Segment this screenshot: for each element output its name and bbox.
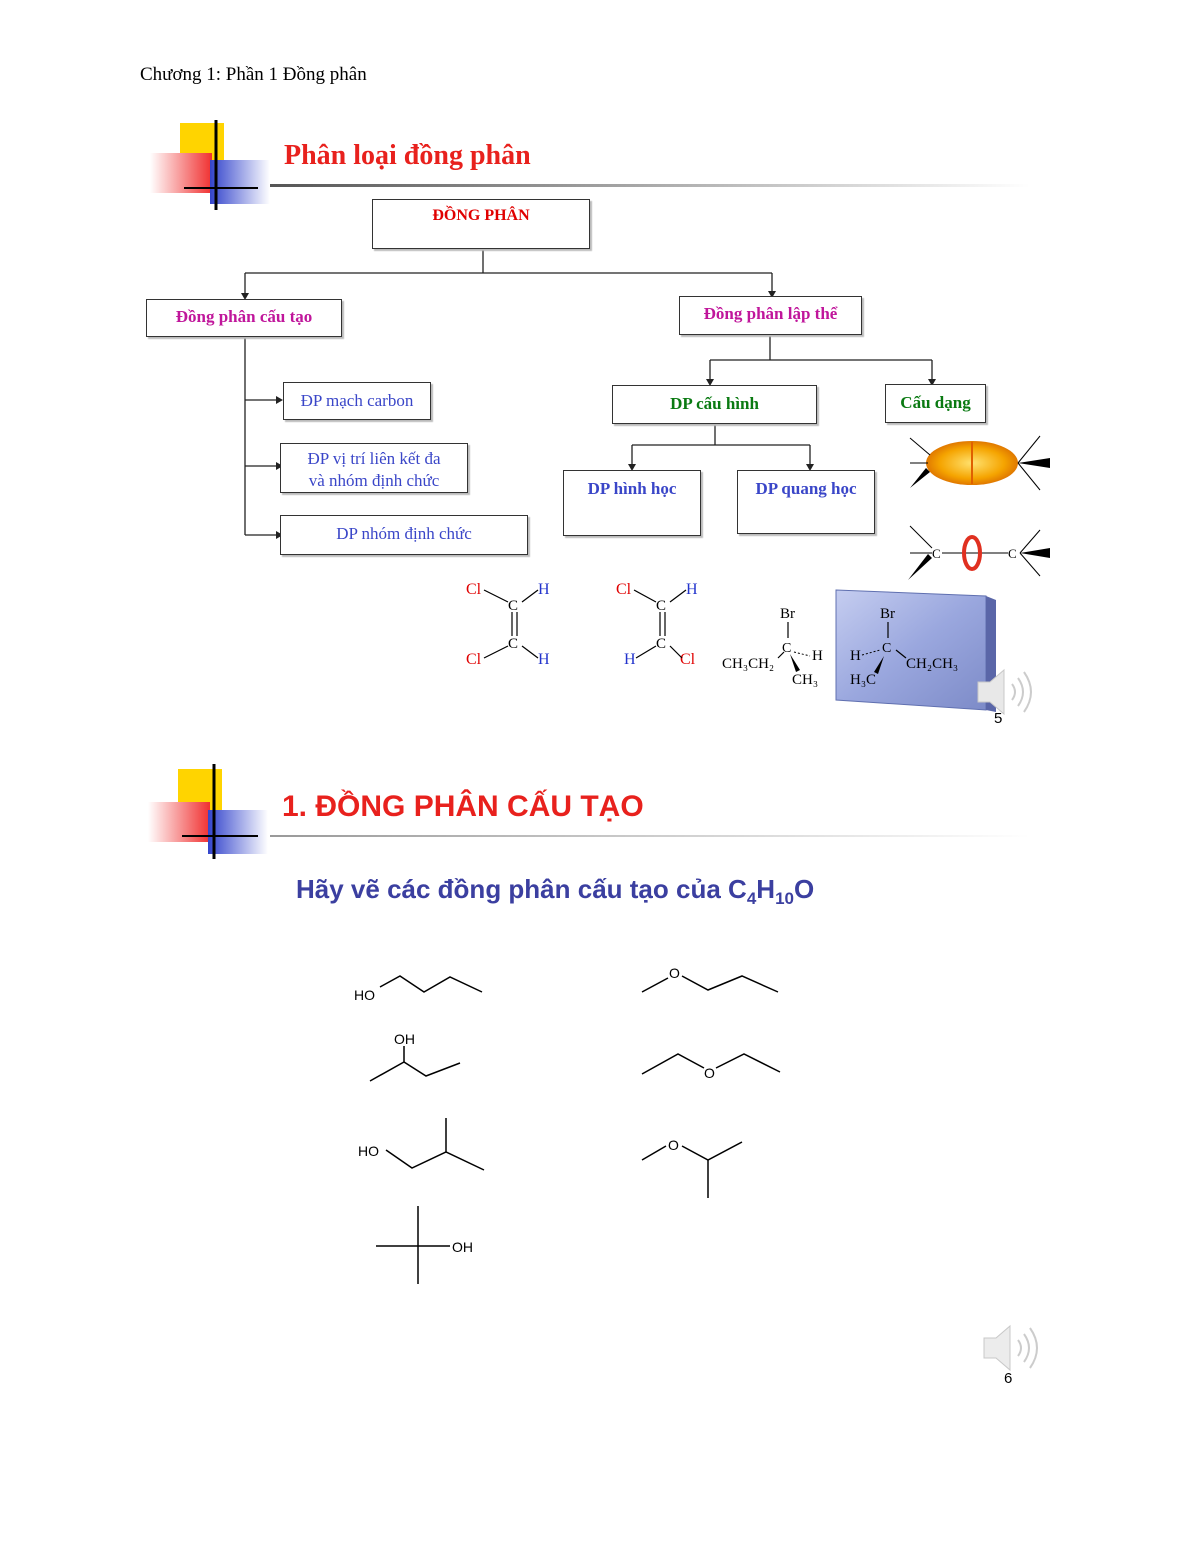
conformation-illustration: C C bbox=[908, 435, 1050, 580]
bb1-br: Br bbox=[780, 606, 795, 622]
question-h: H bbox=[756, 874, 776, 904]
tree-configuration-box: DP cấu hình bbox=[612, 385, 817, 424]
tree-root-box: ĐỒNG PHÂN bbox=[372, 199, 590, 249]
slide-decoration-logo bbox=[150, 120, 270, 210]
bb2-h: H bbox=[850, 648, 861, 664]
bb2-c: C bbox=[882, 641, 891, 656]
bromobutane-left: Br C CH₃CH₂ H CH₃ bbox=[722, 606, 823, 688]
question-prefix: Hãy vẽ các đồng phân cấu tạo của C bbox=[296, 874, 747, 904]
cis-c-top: C bbox=[508, 598, 518, 614]
trans-cl-bottom: Cl bbox=[680, 651, 696, 668]
tree-multiple-bond-line2: và nhóm định chức bbox=[308, 471, 440, 490]
ether1-o: O bbox=[669, 965, 680, 981]
question-sub4: 4 bbox=[746, 889, 757, 909]
slide2-title-underline bbox=[270, 835, 1030, 837]
trans-h-bottom: H bbox=[624, 651, 636, 668]
trans-h-top: H bbox=[686, 581, 698, 598]
question-sub10: 10 bbox=[775, 889, 794, 909]
ether3-o: O bbox=[668, 1137, 679, 1153]
slide2-title: 1. ĐỒNG PHÂN CẤU TẠO bbox=[282, 790, 644, 823]
cis-c-bottom: C bbox=[508, 636, 518, 652]
tree-carbon-chain-box: ĐP mạch carbon bbox=[283, 382, 431, 420]
question-o: O bbox=[793, 874, 815, 904]
title-underline bbox=[270, 184, 1030, 187]
slide1-page-number: 5 bbox=[994, 710, 1003, 727]
tertbutanol-oh: OH bbox=[452, 1239, 473, 1255]
cis-dichloroethene: Cl H C C Cl H bbox=[466, 581, 550, 668]
slide1-title: Phân loại đồng phân bbox=[284, 140, 531, 171]
tree-functional-group-box: DP nhóm định chức bbox=[280, 515, 528, 555]
tree-structural-box: Đồng phân cấu tạo bbox=[146, 299, 342, 337]
bb1-ch3: CH₃ bbox=[792, 672, 818, 688]
cis-cl-top: Cl bbox=[466, 581, 482, 598]
bb2-h3c: H₃C bbox=[850, 672, 876, 688]
bb1-ch3ch2: CH₃CH₂ bbox=[722, 656, 774, 672]
running-header: Chương 1: Phần 1 Đồng phân bbox=[140, 64, 367, 85]
tree-stereo-box: Đồng phân lập thể bbox=[679, 296, 862, 335]
bb1-h: H bbox=[812, 648, 823, 664]
bb2-ch2ch3: CH₂CH₃ bbox=[906, 656, 958, 672]
isomer-structures: HO OH HO OH O O O bbox=[354, 965, 781, 1284]
bb1-c: C bbox=[782, 641, 791, 656]
trans-dichloroethene: Cl H C C H Cl bbox=[616, 581, 698, 668]
slide2-page-number: 6 bbox=[1004, 1370, 1013, 1387]
trans-c-top: C bbox=[656, 598, 666, 614]
ether2-o: O bbox=[704, 1065, 715, 1081]
trans-c-bottom: C bbox=[656, 636, 666, 652]
conformation-c1-label: C bbox=[932, 546, 941, 561]
bb2-br: Br bbox=[880, 606, 895, 622]
tree-conformation-box: Cấu dạng bbox=[885, 384, 986, 423]
cis-h-top: H bbox=[538, 581, 550, 598]
slide2-decoration-logo bbox=[148, 764, 268, 859]
question-text: Hãy vẽ các đồng phân cấu tạo của C4H10O bbox=[296, 874, 814, 909]
tree-multiple-bond-line1: ĐP vị trí liên kết đa bbox=[307, 449, 441, 468]
cis-h-bottom: H bbox=[538, 651, 550, 668]
tree-connectors bbox=[241, 250, 936, 539]
cis-cl-bottom: Cl bbox=[466, 651, 482, 668]
speaker-icon-2[interactable] bbox=[980, 1318, 1054, 1378]
butanol1-ho: HO bbox=[354, 987, 375, 1003]
trans-cl-top: Cl bbox=[616, 581, 632, 598]
tree-geometric-box: DP hình học bbox=[563, 470, 701, 536]
tree-optical-box: DP quang học bbox=[737, 470, 875, 534]
isobutanol-ho: HO bbox=[358, 1143, 379, 1159]
butanol2-oh: OH bbox=[394, 1031, 415, 1047]
speaker-icon[interactable] bbox=[974, 662, 1044, 722]
conformation-c2-label: C bbox=[1008, 546, 1017, 561]
tree-multiple-bond-box: ĐP vị trí liên kết đa và nhóm định chức bbox=[280, 443, 468, 493]
